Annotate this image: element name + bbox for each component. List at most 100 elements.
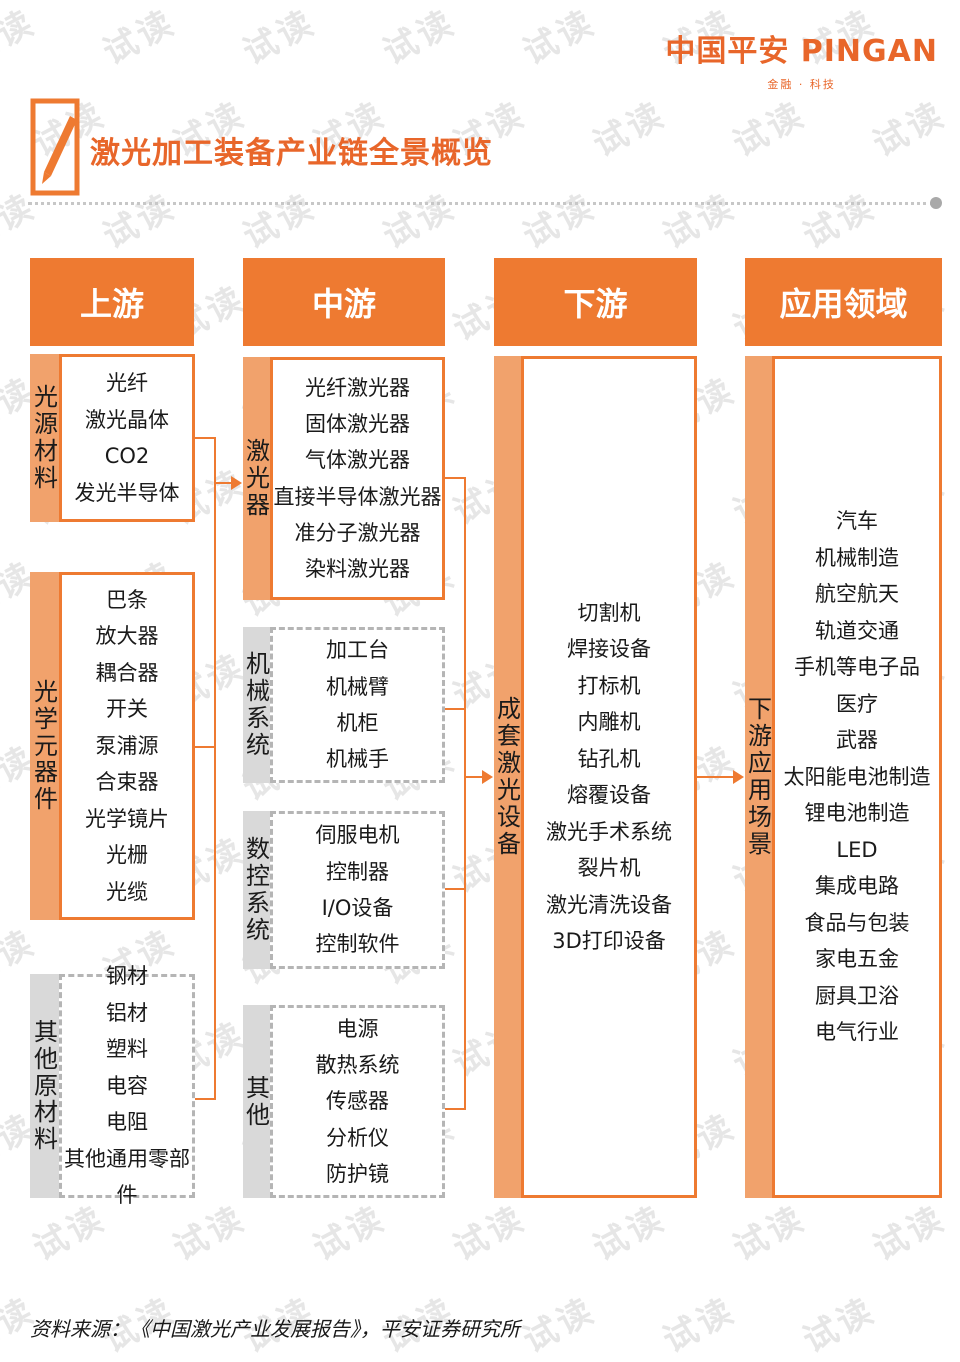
- midstream-label-other: 其他: [243, 1005, 273, 1198]
- list-item: 光缆: [106, 879, 148, 904]
- list-item: 焊接设备: [567, 637, 651, 661]
- upstream-label-light-source: 光源材料: [30, 354, 62, 522]
- watermark-text: 试读: [726, 94, 813, 166]
- list-item: 光栅: [106, 843, 148, 868]
- pencil-icon: [30, 98, 82, 198]
- watermark-text: 试读: [656, 186, 743, 258]
- connector-line: [195, 746, 215, 748]
- list-item: 机械手: [326, 747, 389, 772]
- list-item: 医疗: [836, 691, 878, 716]
- watermark-text: 试读: [516, 2, 603, 74]
- upstream-label-other-materials: 其他原材料: [30, 974, 62, 1198]
- list-item: 内雕机: [577, 710, 641, 734]
- midstream-label-lasers: 激光器: [243, 357, 273, 600]
- connector-line: [214, 482, 232, 484]
- list-item: 3D打印设备: [552, 929, 666, 953]
- watermark-text: 试读: [516, 1290, 603, 1362]
- list-item: 钢材: [106, 964, 148, 989]
- watermark-text: 试读: [236, 186, 323, 258]
- watermark-text: 试读: [96, 2, 183, 74]
- list-item: 机械制造: [815, 545, 899, 570]
- list-item: 直接半导体激光器: [273, 484, 442, 509]
- connector-line: [195, 437, 215, 439]
- list-item: 防护镜: [326, 1161, 389, 1186]
- upstream-box-light-source: 光纤 激光晶体 CO2 发光半导体: [59, 354, 195, 522]
- watermark-text: 试读: [446, 1198, 533, 1270]
- list-item: 控制软件: [315, 932, 400, 957]
- list-item: 传感器: [326, 1089, 389, 1114]
- watermark-text: 试读: [796, 1290, 883, 1362]
- list-item: 电气行业: [815, 1020, 899, 1045]
- list-item: 巴条: [106, 587, 148, 612]
- list-item: CO2: [104, 444, 150, 468]
- list-item: I/O设备: [321, 896, 394, 920]
- watermark-text: 试读: [376, 186, 463, 258]
- connector-line: [464, 776, 483, 778]
- page-title: 激光加工装备产业链全景概览: [90, 136, 493, 171]
- list-item: 加工台: [326, 638, 389, 663]
- list-item: 分析仪: [326, 1125, 389, 1150]
- list-item: 气体激光器: [305, 448, 410, 473]
- applications-label: 下游应用场景: [745, 356, 775, 1198]
- watermark-text: 试读: [376, 2, 463, 74]
- list-item: 武器: [836, 728, 878, 753]
- brand-logo: 中国平安 PINGAN 金融 · 科技: [665, 26, 938, 92]
- list-item: 开关: [106, 697, 148, 722]
- list-item: 控制器: [326, 859, 389, 884]
- watermark-text: 试读: [586, 94, 673, 166]
- watermark-text: 试读: [866, 94, 953, 166]
- logo-tagline: 金融 · 科技: [767, 78, 836, 91]
- connector-line: [195, 1098, 215, 1100]
- watermark-text: 试读: [0, 2, 43, 74]
- midstream-box-mechanical: 加工台 机械臂 机柜 机械手: [270, 627, 445, 783]
- list-item: 厨具卫浴: [815, 983, 899, 1008]
- list-item: 其他通用零部件: [64, 1146, 190, 1208]
- arrow-right-icon: [733, 770, 744, 784]
- connector-line: [697, 776, 735, 778]
- source-note: 资料来源：《中国激光产业发展报告》，平安证券研究所: [30, 1317, 520, 1341]
- list-item: 铝材: [106, 1000, 148, 1025]
- list-item: 汽车: [836, 509, 878, 534]
- connector-line: [464, 477, 466, 1110]
- list-item: 激光手术系统: [546, 819, 672, 844]
- connector-line: [214, 437, 216, 1100]
- list-item: 家电五金: [815, 947, 899, 972]
- upstream-box-optical-components: 巴条 放大器 耦合器 开关 泵浦源 合束器 光学镜片 光栅 光缆: [59, 572, 195, 920]
- list-item: 锂电池制造: [804, 801, 910, 826]
- watermark-text: 试读: [586, 1198, 673, 1270]
- list-item: 机械臂: [326, 674, 389, 699]
- list-item: 伺服电机: [315, 823, 400, 848]
- midstream-box-cnc: 伺服电机 控制器 I/O设备 控制软件: [270, 811, 445, 969]
- list-item: 激光晶体: [85, 407, 169, 432]
- watermark-text: 试读: [96, 186, 183, 258]
- column-header-midstream: 中游: [243, 258, 445, 346]
- list-item: 机柜: [336, 711, 379, 735]
- midstream-label-mechanical: 机械系统: [243, 627, 273, 783]
- list-item: 熔覆设备: [567, 783, 651, 807]
- list-item: 航空航天: [815, 582, 899, 607]
- list-item: 放大器: [95, 624, 159, 649]
- arrow-right-icon: [482, 770, 493, 784]
- list-item: 准分子激光器: [294, 520, 421, 545]
- list-item: 电阻: [106, 1110, 148, 1135]
- list-item: 电源: [336, 1016, 379, 1041]
- watermark-text: 试读: [726, 1198, 813, 1270]
- connector-line: [445, 888, 465, 890]
- midstream-box-lasers: 光纤激光器 固体激光器 气体激光器 直接半导体激光器 准分子激光器 染料激光器: [270, 357, 445, 600]
- list-item: 染料激光器: [305, 557, 410, 582]
- upstream-box-other-materials: 钢材 铝材 塑料 电容 电阻 其他通用零部件: [59, 964, 195, 1207]
- list-item: 散热系统: [315, 1053, 400, 1078]
- downstream-label: 成套激光设备: [494, 356, 524, 1198]
- logo-name: 中国平安 PINGAN: [665, 34, 938, 69]
- column-header-upstream: 上游: [30, 258, 194, 346]
- list-item: 合束器: [95, 770, 159, 795]
- title-divider: [28, 202, 934, 205]
- column-header-applications: 应用领域: [745, 258, 942, 346]
- list-item: 光学镜片: [85, 806, 169, 831]
- list-item: 裂片机: [577, 856, 641, 880]
- list-item: 集成电路: [815, 874, 899, 899]
- watermark-text: 试读: [516, 186, 603, 258]
- list-item: 光纤激光器: [305, 375, 410, 400]
- divider-end-dot: [930, 197, 942, 209]
- list-item: 电容: [106, 1073, 148, 1098]
